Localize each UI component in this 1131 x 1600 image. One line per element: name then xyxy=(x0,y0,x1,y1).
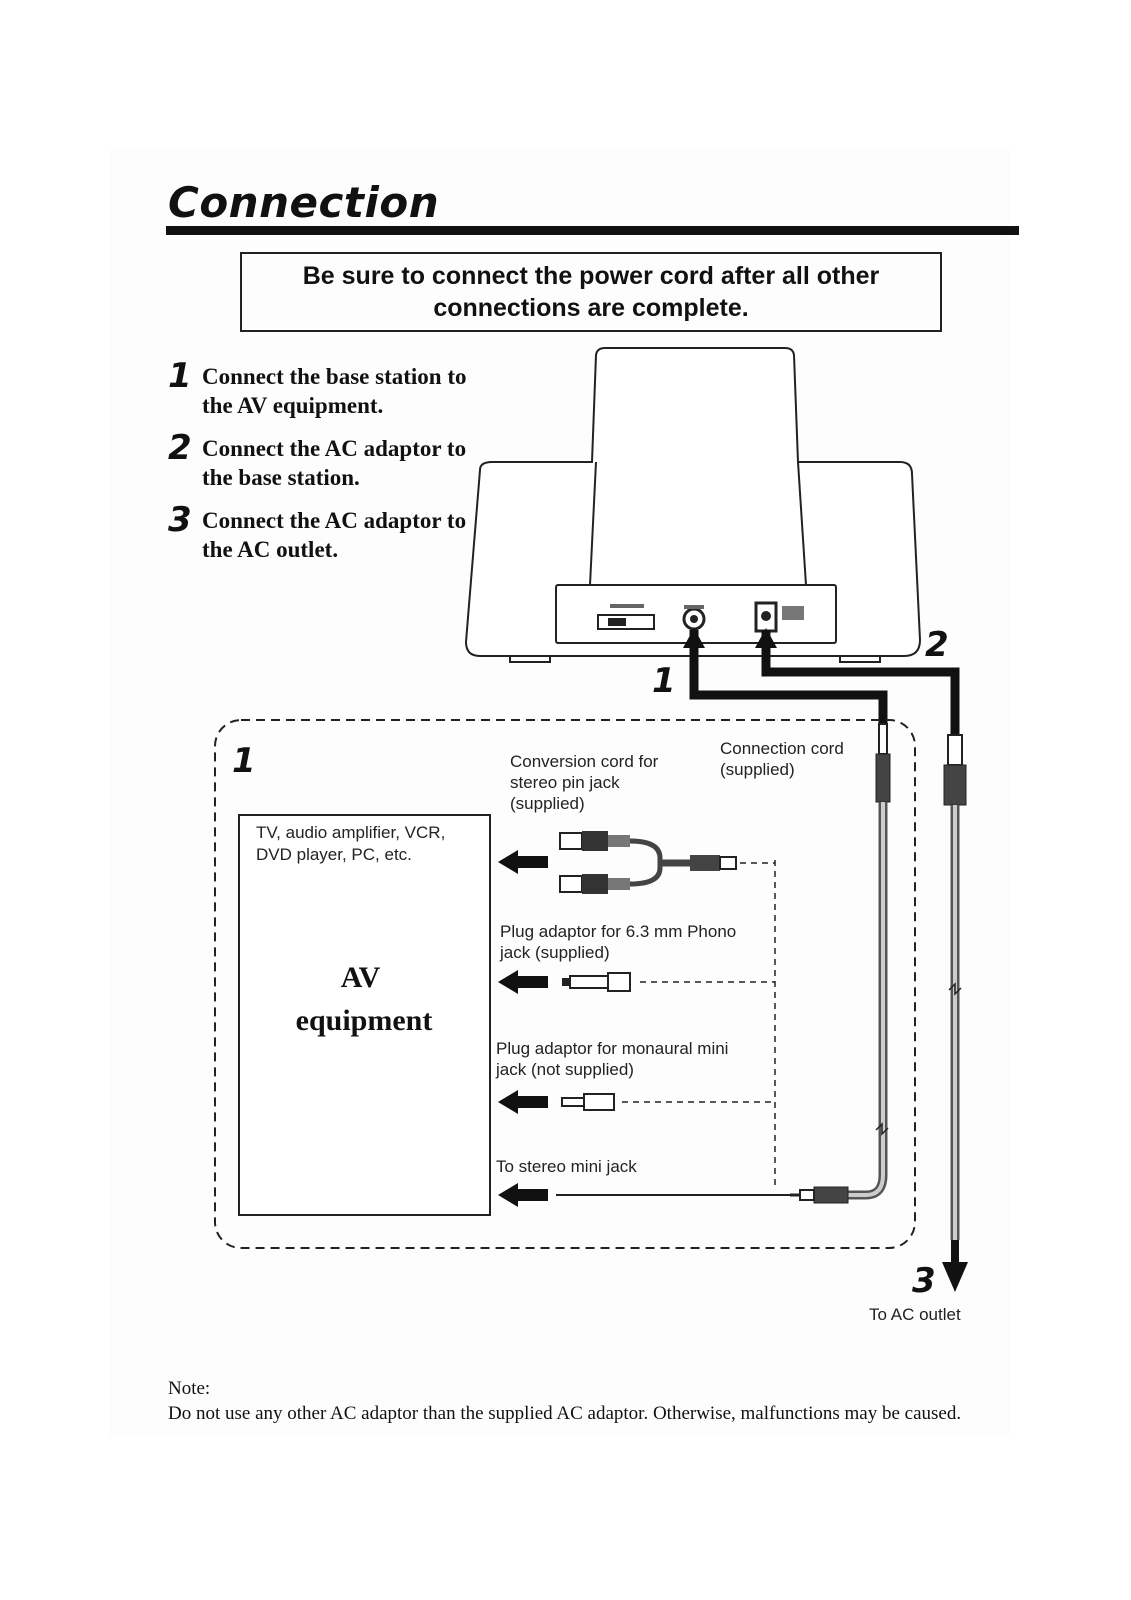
conversion-cord-label: Conversion cord for stereo pin jack (sup… xyxy=(510,752,663,813)
audio-cord-route xyxy=(683,628,888,724)
conversion-cord-label-line: (supplied) xyxy=(510,794,585,813)
step-text: Connect the AC adaptor to the base stati… xyxy=(202,436,467,490)
phono-adaptor-label: Plug adaptor for 6.3 mm Phono jack (supp… xyxy=(499,922,741,962)
note-heading: Note: xyxy=(168,1378,211,1399)
step-number: 2 xyxy=(168,428,192,468)
inset-frame xyxy=(214,719,916,1249)
mono-adaptor-label: Plug adaptor for monaural mini jack (not… xyxy=(495,1039,733,1079)
phono-adaptor-illustration xyxy=(498,970,775,994)
av-equipment-box xyxy=(238,814,491,1216)
connection-cord-illustration xyxy=(790,723,891,1204)
mono-adaptor-label-line: jack (not supplied) xyxy=(495,1060,634,1079)
warning-box: Be sure to connect the power cord after … xyxy=(240,252,942,332)
callout-number-3: 3 xyxy=(912,1261,936,1301)
inset-step-number: 1 xyxy=(232,741,256,781)
mono-adaptor-label-line: Plug adaptor for monaural mini xyxy=(496,1039,728,1058)
av-equipment-caption-line: TV, audio amplifier, VCR, xyxy=(256,823,445,842)
step-text: Connect the AC adaptor to the AC outlet. xyxy=(202,508,467,562)
connection-cord-label-line: Connection cord xyxy=(720,739,844,758)
av-equipment-label-line: equipment xyxy=(296,1004,433,1037)
av-equipment-caption: TV, audio amplifier, VCR, DVD player, PC… xyxy=(256,823,450,864)
conversion-cord-illustration xyxy=(498,831,775,894)
to-ac-outlet-label: To AC outlet xyxy=(869,1305,961,1324)
title-underline xyxy=(166,226,1019,235)
av-equipment-label: AV equipment xyxy=(296,961,433,1037)
connection-cord-label-line: (supplied) xyxy=(720,760,795,779)
callout-number-1: 1 xyxy=(652,661,676,701)
av-equipment-caption-line: DVD player, PC, etc. xyxy=(256,845,412,864)
note-text: Do not use any other AC adaptor than the… xyxy=(168,1403,962,1424)
step-number: 1 xyxy=(168,356,192,396)
phono-adaptor-label-line: jack (supplied) xyxy=(499,943,610,962)
mono-adaptor-illustration xyxy=(498,1090,775,1114)
av-equipment-label-line: AV xyxy=(341,961,381,994)
phono-adaptor-label-line: Plug adaptor for 6.3 mm Phono xyxy=(500,922,736,941)
step-number: 3 xyxy=(168,500,192,540)
conversion-cord-label-line: Conversion cord for xyxy=(510,752,659,771)
connection-cord-label: Connection cord (supplied) xyxy=(720,739,849,779)
page-title: Connection xyxy=(168,178,440,227)
conversion-cord-label-line: stereo pin jack xyxy=(510,773,620,792)
callout-number-2: 2 xyxy=(925,625,949,665)
step-text: Connect the base station to the AV equip… xyxy=(202,364,467,418)
stereo-mini-jack-label: To stereo mini jack xyxy=(496,1157,637,1176)
stereo-mini-jack-illustration xyxy=(498,1183,790,1207)
page-background xyxy=(110,148,1010,1438)
base-station-panel xyxy=(597,601,804,633)
power-cord-route xyxy=(755,628,960,735)
ac-adaptor-cord-illustration xyxy=(942,734,968,1292)
